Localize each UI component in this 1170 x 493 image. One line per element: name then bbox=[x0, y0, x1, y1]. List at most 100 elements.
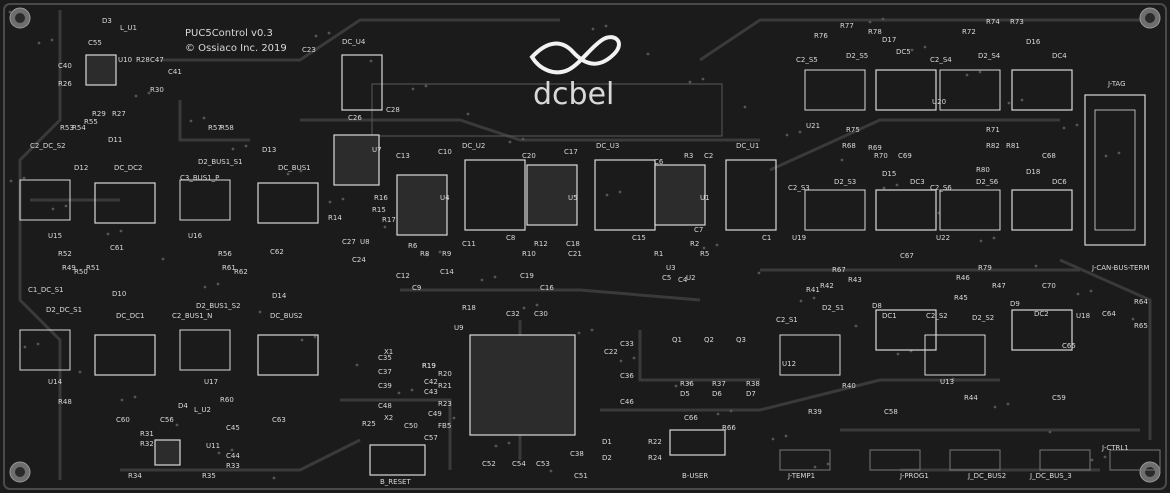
component-label: R48 bbox=[58, 398, 72, 406]
via bbox=[230, 448, 234, 452]
component-label: C70 bbox=[1042, 282, 1056, 290]
via bbox=[771, 437, 775, 441]
via bbox=[133, 395, 137, 399]
component-label: D18 bbox=[1026, 168, 1040, 176]
via bbox=[688, 80, 692, 84]
component-label: R70 bbox=[874, 152, 888, 160]
component-label: DC_U1 bbox=[736, 142, 759, 150]
component-label: Q2 bbox=[704, 336, 714, 344]
component-label: U7 bbox=[372, 146, 382, 154]
dc-module-10 bbox=[464, 159, 526, 231]
component-label: DC_DC2 bbox=[114, 164, 143, 172]
brand-wordmark: dcbel bbox=[533, 77, 614, 112]
via bbox=[327, 31, 331, 35]
via bbox=[508, 140, 512, 144]
via bbox=[799, 299, 803, 303]
via bbox=[1090, 458, 1094, 462]
via bbox=[147, 91, 151, 95]
bottom-connector-4 bbox=[1109, 449, 1161, 471]
component-label: R24 bbox=[648, 454, 662, 462]
component-label: R52 bbox=[58, 250, 72, 258]
component-label: U19 bbox=[792, 234, 806, 242]
component-label: C56 bbox=[160, 416, 174, 424]
component-label: C45 bbox=[226, 424, 240, 432]
via bbox=[1020, 98, 1024, 102]
component-label: C49 bbox=[428, 410, 442, 418]
via bbox=[522, 306, 526, 310]
via bbox=[244, 144, 248, 148]
component-label: U2 bbox=[686, 274, 696, 282]
component-label: R66 bbox=[722, 424, 736, 432]
switch-footprint-6 bbox=[804, 189, 866, 231]
component-label: R1 bbox=[654, 250, 663, 258]
component-label: D2_S1 bbox=[822, 304, 844, 312]
component-label: C7 bbox=[694, 226, 703, 234]
component-label: C16 bbox=[540, 284, 554, 292]
component-label: U3 bbox=[666, 264, 676, 272]
via bbox=[896, 352, 900, 356]
component-label: D3 bbox=[102, 17, 112, 25]
via bbox=[895, 183, 899, 187]
via bbox=[798, 130, 802, 134]
bottom-connector-0 bbox=[779, 449, 831, 471]
via bbox=[646, 52, 650, 56]
component-label: C2_S1 bbox=[776, 316, 798, 324]
component-label: C47 bbox=[150, 56, 164, 64]
component-label: DC2 bbox=[1034, 310, 1049, 318]
component-label: C1 bbox=[762, 234, 771, 242]
component-label: R55 bbox=[84, 118, 98, 126]
via bbox=[120, 398, 124, 402]
via bbox=[341, 197, 345, 201]
component-label: R75 bbox=[846, 126, 860, 134]
component-label: U12 bbox=[782, 360, 796, 368]
component-label: DC1 bbox=[882, 312, 897, 320]
via bbox=[577, 331, 581, 335]
via bbox=[743, 105, 747, 109]
ic-5 bbox=[85, 54, 117, 86]
component-label: U8 bbox=[360, 238, 370, 246]
component-label: C12 bbox=[396, 272, 410, 280]
component-label: R77 bbox=[840, 22, 854, 30]
via bbox=[813, 465, 817, 469]
component-label: R20 bbox=[438, 370, 452, 378]
component-label: C44 bbox=[226, 452, 240, 460]
via bbox=[992, 236, 996, 240]
component-label: C9 bbox=[412, 284, 421, 292]
trace-6 bbox=[400, 288, 701, 302]
component-label: C55 bbox=[88, 39, 102, 47]
via bbox=[1048, 430, 1052, 434]
component-label: D2_S4 bbox=[978, 52, 1001, 60]
via bbox=[480, 278, 484, 282]
component-label: C48 bbox=[378, 402, 392, 410]
via bbox=[36, 342, 40, 346]
reset-button-footprint bbox=[369, 444, 426, 476]
component-label: C51 bbox=[574, 472, 588, 480]
trace-3 bbox=[300, 118, 760, 142]
via bbox=[258, 310, 262, 314]
via bbox=[175, 423, 179, 427]
component-label: C18 bbox=[566, 240, 580, 248]
via bbox=[549, 469, 553, 473]
via bbox=[202, 116, 206, 120]
component-label: J-CTRL1 bbox=[1101, 444, 1129, 452]
via bbox=[882, 186, 886, 190]
via bbox=[231, 147, 235, 151]
component-label: D2_BUS1_S1 bbox=[198, 158, 243, 166]
via bbox=[1103, 455, 1107, 459]
component-label: C66 bbox=[684, 414, 698, 422]
component-label: R40 bbox=[842, 382, 856, 390]
component-label: R80 bbox=[976, 166, 990, 174]
via bbox=[923, 45, 927, 49]
switch-footprint-7 bbox=[939, 189, 1001, 231]
component-label: R45 bbox=[954, 294, 968, 302]
component-label: D2 bbox=[602, 454, 612, 462]
via bbox=[410, 388, 414, 392]
component-label: B-USER bbox=[682, 472, 708, 480]
via bbox=[425, 253, 429, 257]
component-label: R6 bbox=[408, 242, 418, 250]
component-label: R37 bbox=[712, 380, 726, 388]
via bbox=[452, 416, 456, 420]
component-label: U15 bbox=[48, 232, 62, 240]
